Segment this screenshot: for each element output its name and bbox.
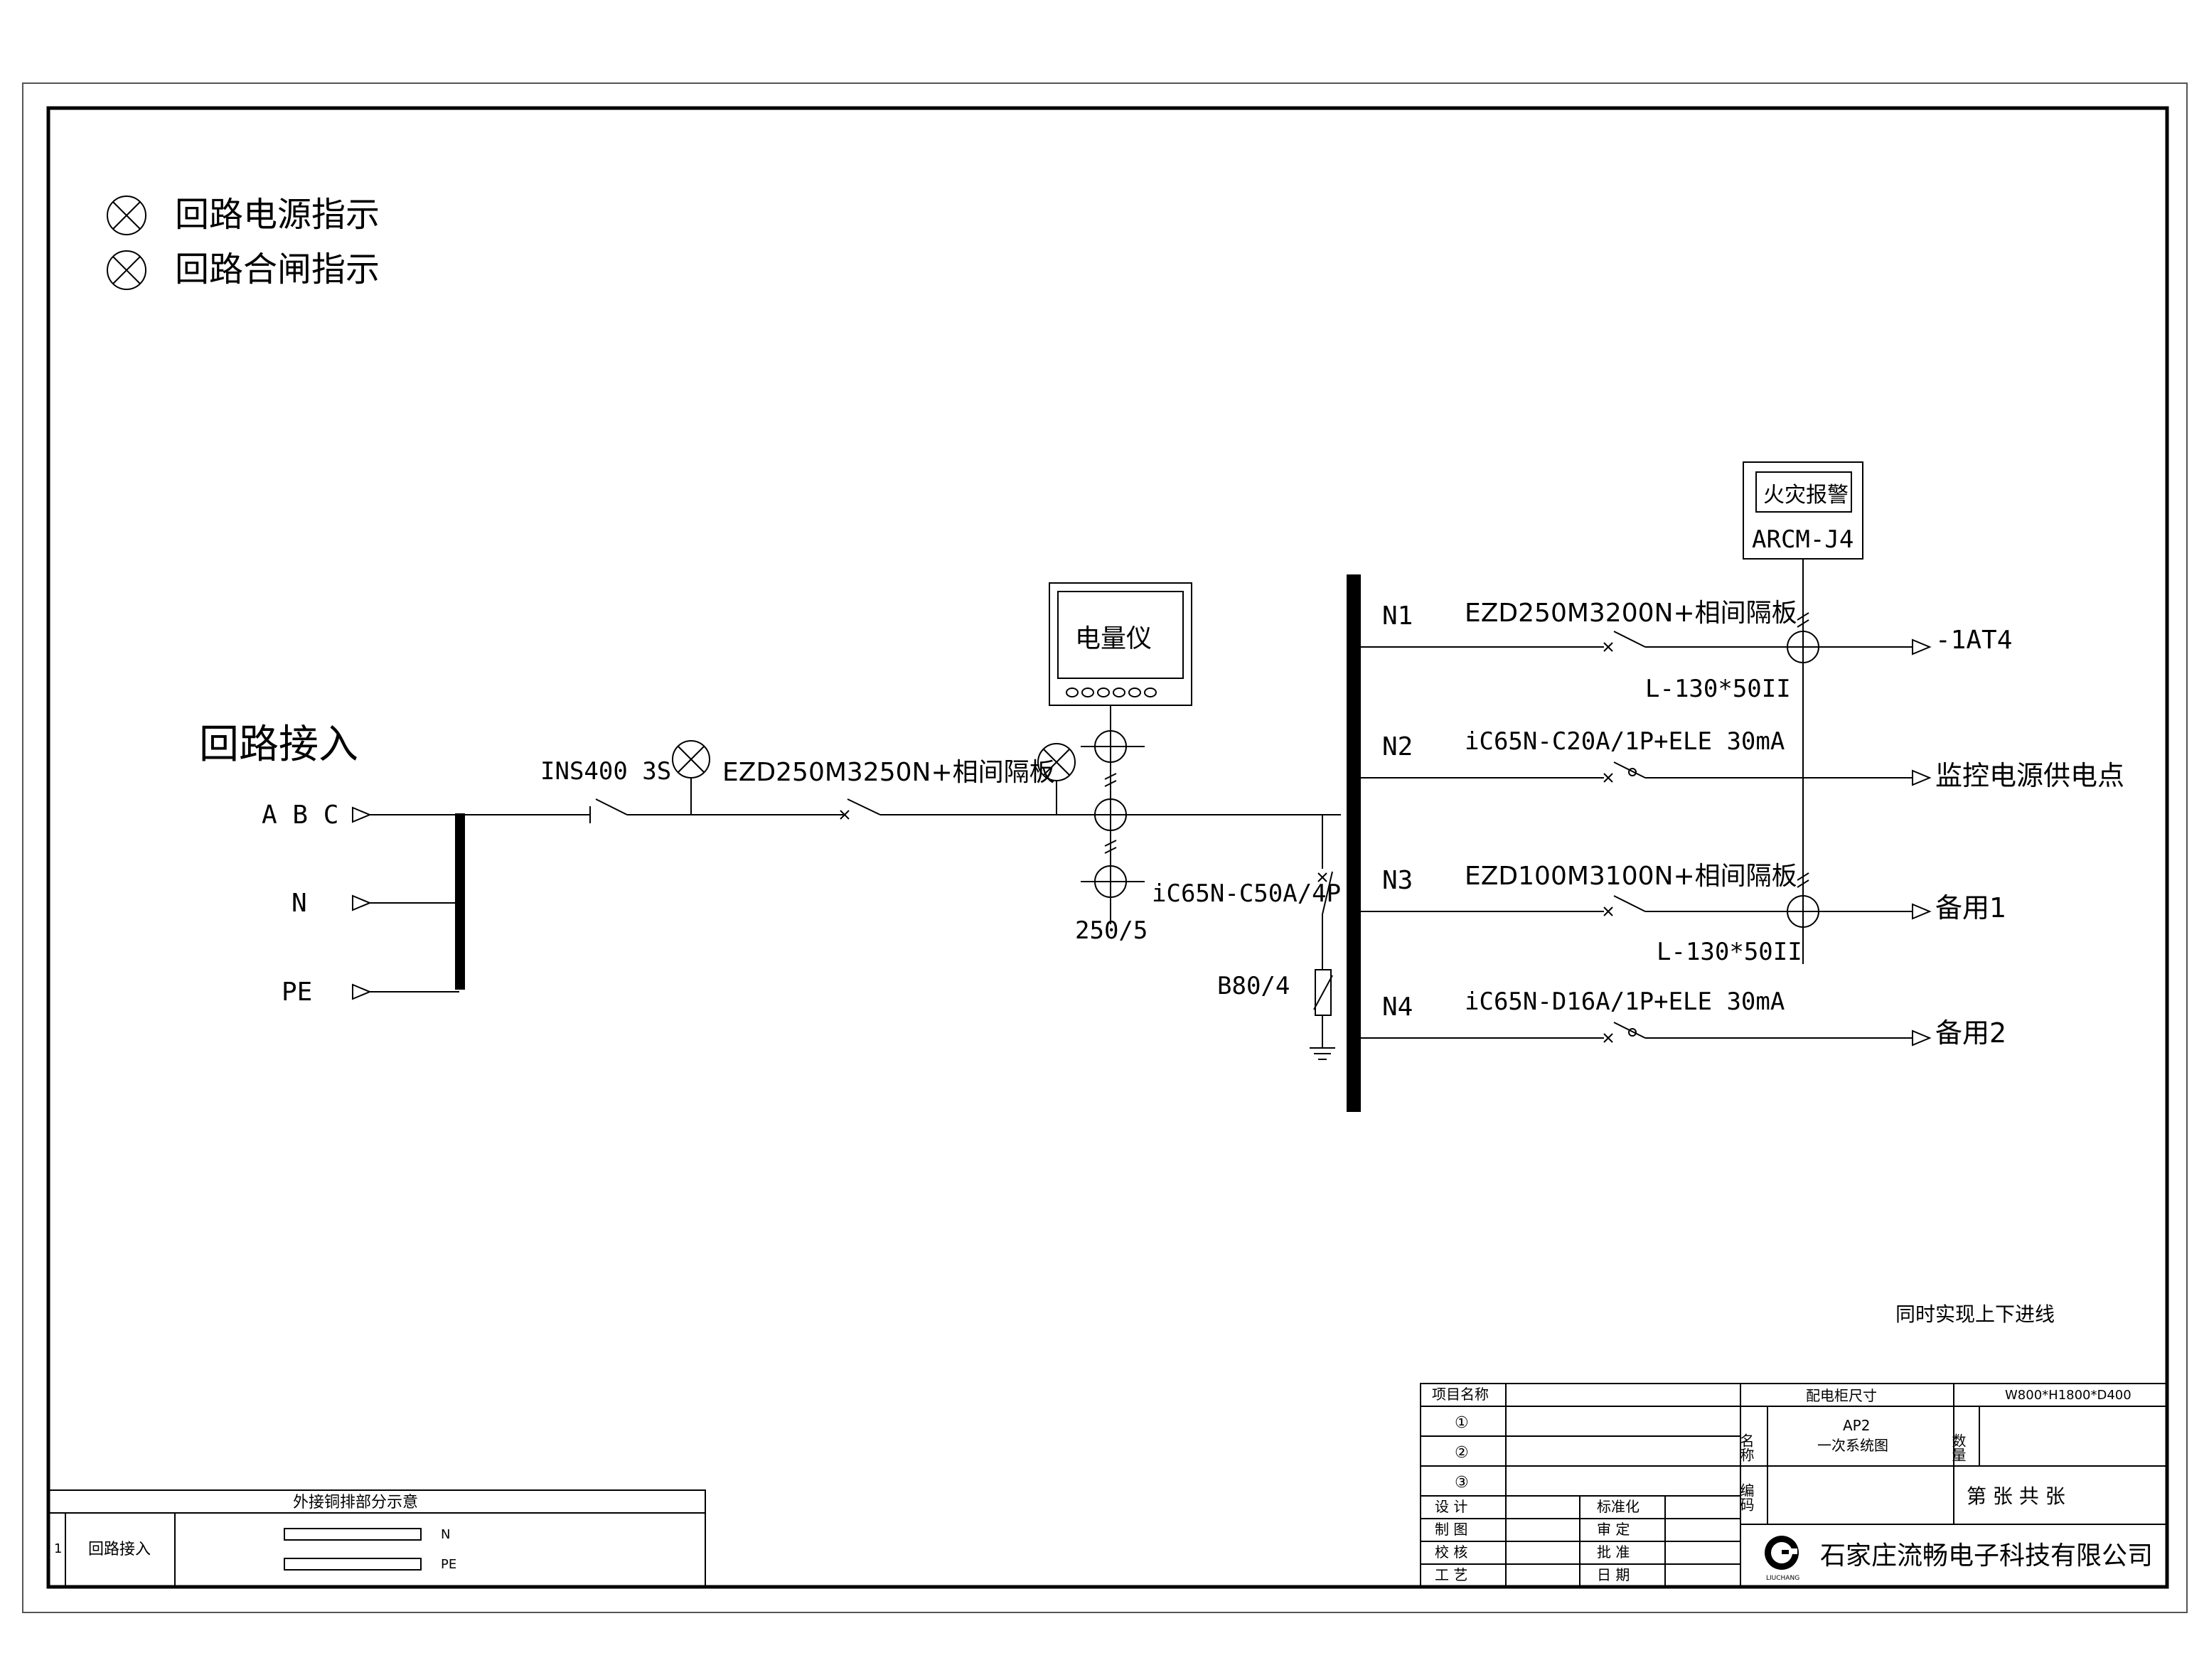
feeder-id-n4: N4 <box>1382 993 1413 1022</box>
role-date: 日 期 <box>1597 1566 1630 1583</box>
feeder-cable-n1: L-130*50II <box>1645 675 1791 703</box>
incoming-busbar <box>455 813 465 990</box>
ground-icon <box>1310 1047 1335 1060</box>
company-logo-icon: LIUCHANG <box>1765 1536 1799 1582</box>
feeder-n3: N3 EZD100M3100N+相间隔板 备用1 L-130*50II <box>1361 862 2006 966</box>
isolating-switch-icon <box>589 798 628 823</box>
feeder-breaker-n2: iC65N-C20A/1P+ELE 30mA <box>1465 727 1785 756</box>
outgoing-arrow-icon <box>1912 638 1932 656</box>
feeder-n1: N1 EZD250M3200N+相间隔板 -1AT4 L-130*50II <box>1361 599 2012 703</box>
feeder-id-n1: N1 <box>1382 601 1413 631</box>
feeder-cable-n3: L-130*50II <box>1657 938 1802 966</box>
breaker-icon <box>1603 631 1646 652</box>
feeder-target-n4: 备用2 <box>1935 1017 2006 1049</box>
main-breaker-icon <box>840 798 881 820</box>
company-name: 石家庄流畅电子科技有限公司 <box>1820 1541 2153 1571</box>
legend: 回路电源指示 回路合闸指示 <box>107 195 380 290</box>
busbar-pe-bar <box>284 1558 422 1571</box>
incoming-title: 回路接入 <box>199 722 358 768</box>
busbar-table-row-no: 1 <box>54 1541 62 1556</box>
logo-text: LIUCHANG <box>1766 1575 1799 1582</box>
closing-indicator-icon <box>1037 743 1076 781</box>
phase-label-abc: A B C <box>262 801 338 830</box>
feeder-breaker-n3: EZD100M3100N+相间隔板 <box>1465 862 1797 891</box>
power-indicator-icon <box>672 740 710 779</box>
code-label: 编码 <box>1738 1483 1755 1512</box>
role-review: 审 定 <box>1597 1521 1630 1538</box>
busbar-table: 外接铜排部分示意 1 回路接入 N PE <box>48 1489 706 1588</box>
outer-border <box>22 82 2188 1613</box>
cabinet-size-value: W800*H1800*D400 <box>2005 1388 2132 1403</box>
feeder-target-n1: -1AT4 <box>1935 626 2012 655</box>
sheet-text: 第 张 共 张 <box>1967 1484 2065 1508</box>
title-block: 项目名称 配电柜尺寸 W800*H1800*D400 ① ② ③ 名称 AP2 … <box>1420 1383 2168 1588</box>
spd-label: B80/4 <box>1217 972 1290 1000</box>
phase-label-n: N <box>291 889 307 918</box>
role-standard: 标准化 <box>1597 1498 1640 1515</box>
switch-label: INS400 3S <box>540 757 671 786</box>
leakage-sensor-icon <box>1787 631 1819 663</box>
row-marker-3: ③ <box>1455 1474 1469 1492</box>
ct-ratio-label: 250/5 <box>1075 916 1148 945</box>
outgoing-arrow-icon <box>1912 903 1932 920</box>
project-name-label: 项目名称 <box>1432 1386 1489 1403</box>
main-breaker-label: EZD250M3250N+相间隔板 <box>722 758 1055 787</box>
name-label: 名称 <box>1738 1433 1755 1462</box>
role-approve: 批 准 <box>1597 1543 1630 1561</box>
leakage-sensor-icon <box>1787 872 1819 928</box>
name-value-2: 一次系统图 <box>1817 1437 1888 1454</box>
cabinet-size-label: 配电柜尺寸 <box>1806 1387 1877 1404</box>
feeder-id-n3: N3 <box>1382 866 1413 895</box>
distribution-busbar <box>1347 574 1361 1112</box>
role-check: 校 核 <box>1435 1543 1467 1561</box>
main-circuit: INS400 3S EZD250M3250N+相间隔板 电量仪 <box>465 582 1341 1060</box>
note-text: 同时实现上下进线 <box>1895 1302 2055 1326</box>
meter-buttons-icon <box>1066 687 1157 697</box>
indicator-lamp-icon <box>107 250 146 290</box>
busbar-pe-label: PE <box>441 1557 456 1572</box>
feeder-target-n2: 监控电源供电点 <box>1935 760 2124 791</box>
fire-alarm-label: 火灾报警 <box>1763 483 1849 508</box>
indicator-lamp-icon <box>107 196 146 235</box>
outgoing-arrow-icon <box>1912 769 1932 786</box>
legend-label-closing: 回路合闸指示 <box>175 250 380 289</box>
spd-breaker-icon <box>1317 871 1333 915</box>
quantity-label: 数量 <box>1949 1433 1967 1462</box>
inner-border <box>46 106 2169 1589</box>
terminal-arrow-icon <box>352 806 372 1000</box>
outgoing-arrow-icon <box>1912 1029 1932 1047</box>
row-marker-1: ① <box>1455 1414 1469 1432</box>
phase-label-pe: PE <box>282 978 312 1007</box>
fire-alarm-model: ARCM-J4 <box>1752 525 1854 554</box>
busbar-table-row-label: 回路接入 <box>88 1541 151 1558</box>
feeder-n4: N4 iC65N-D16A/1P+ELE 30mA 备用2 <box>1361 988 2006 1049</box>
feeder-n2: N2 iC65N-C20A/1P+ELE 30mA 监控电源供电点 <box>1361 727 2124 791</box>
role-design: 设 计 <box>1435 1498 1467 1515</box>
rcbo-icon <box>1603 761 1646 783</box>
feeder-breaker-n4: iC65N-D16A/1P+ELE 30mA <box>1465 988 1785 1016</box>
spd-breaker-label: iC65N-C50A/4P <box>1152 879 1341 908</box>
legend-label-power: 回路电源指示 <box>175 195 380 235</box>
busbar-n-bar <box>284 1528 422 1541</box>
name-value-1: AP2 <box>1843 1417 1870 1434</box>
busbar-table-title: 外接铜排部分示意 <box>293 1494 418 1512</box>
surge-protector-icon <box>1313 969 1333 1016</box>
breaker-icon <box>1603 895 1646 916</box>
rcbo-icon <box>1603 1022 1646 1043</box>
current-transformer-icon <box>1081 730 1145 898</box>
incoming-section: 回路接入 A B C N PE <box>199 722 465 1007</box>
role-draw: 制 图 <box>1435 1521 1467 1538</box>
busbar-n-label: N <box>441 1527 450 1542</box>
row-marker-2: ② <box>1455 1444 1469 1462</box>
feeder-id-n2: N2 <box>1382 732 1413 761</box>
power-meter: 电量仪 <box>1049 582 1192 706</box>
role-process: 工 艺 <box>1435 1566 1467 1583</box>
feeder-breaker-n1: EZD250M3200N+相间隔板 <box>1465 599 1797 628</box>
power-meter-label: 电量仪 <box>1075 624 1152 653</box>
feeder-target-n3: 备用1 <box>1935 892 2006 924</box>
